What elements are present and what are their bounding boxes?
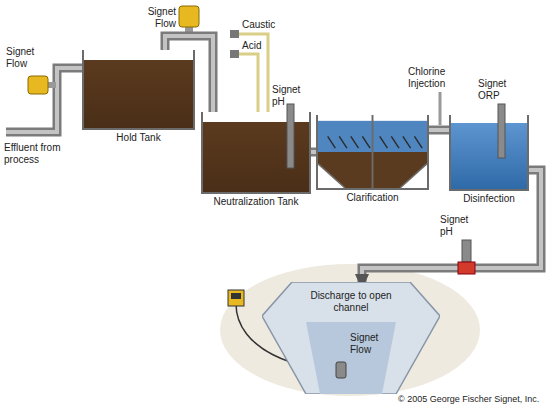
settling-plate	[403, 136, 411, 148]
tank-label: Disinfection	[463, 193, 515, 205]
hopper-gap	[318, 164, 345, 188]
settling-plate	[328, 136, 336, 148]
clarifier-tank: Clarification	[316, 115, 429, 190]
settling-plate	[380, 136, 388, 148]
hopper-wall	[318, 164, 345, 188]
sensor-label: Signet Flow	[350, 332, 384, 356]
sensor-label: Signet Flow	[6, 46, 46, 70]
orp-probe	[498, 104, 505, 158]
flow-sensor	[28, 76, 48, 94]
chemical-label: Caustic	[242, 19, 275, 31]
chemical-line	[238, 34, 268, 116]
display-screen	[231, 293, 241, 299]
inlet-pipe	[6, 68, 84, 132]
chlorine-line	[439, 92, 442, 125]
sensor-label: Signet Flow	[136, 6, 176, 30]
injection-label: Chlorine Injection	[408, 66, 464, 90]
chemical-nozzle	[230, 30, 239, 38]
pipe-highlight	[429, 128, 449, 132]
ph-probe	[462, 240, 471, 262]
display-unit	[228, 290, 244, 306]
hopper-wall	[400, 164, 427, 188]
ph-fitting	[458, 262, 475, 274]
inlet-pipe-highlight	[6, 68, 84, 132]
tank-label: Discharge to open channel	[301, 290, 401, 314]
sensor-label: Signet ORP	[478, 78, 500, 102]
channel-outline	[262, 282, 440, 394]
settling-plate	[391, 136, 399, 148]
settling-plate	[414, 136, 422, 148]
sludge	[318, 152, 372, 188]
clarifier-graphic	[318, 115, 427, 188]
tank-label: Hold Tank	[116, 132, 160, 144]
hold-tank: Hold Tank	[82, 50, 195, 130]
pipe	[429, 126, 449, 135]
settling-plate	[351, 136, 359, 148]
tank-label: Clarification	[346, 192, 398, 204]
disinfection-tank: Disinfection	[449, 115, 529, 191]
flow-sensor	[179, 6, 199, 27]
copyright-notice: © 2005 George Fischer Signet, Inc.	[398, 394, 539, 405]
sensor-label: Signet pH	[272, 84, 286, 108]
sensor-label: Signet pH	[440, 214, 460, 238]
chemical-label: Acid	[242, 40, 261, 52]
ph-probe	[287, 104, 294, 168]
sludge	[373, 152, 427, 188]
chemical-line	[238, 54, 258, 116]
ground	[220, 264, 480, 396]
tank-label: Neutralization Tank	[214, 196, 299, 208]
inlet-label: Effluent from process	[4, 142, 70, 166]
divider	[372, 115, 374, 188]
hopper-gap	[400, 164, 427, 188]
channel-water	[306, 322, 396, 394]
settling-plate	[339, 136, 347, 148]
chemical-nozzle	[230, 50, 239, 58]
settling-plate	[362, 136, 370, 148]
flow-sensor	[336, 362, 346, 378]
neutralization-tank: Neutralization Tank	[201, 112, 311, 194]
